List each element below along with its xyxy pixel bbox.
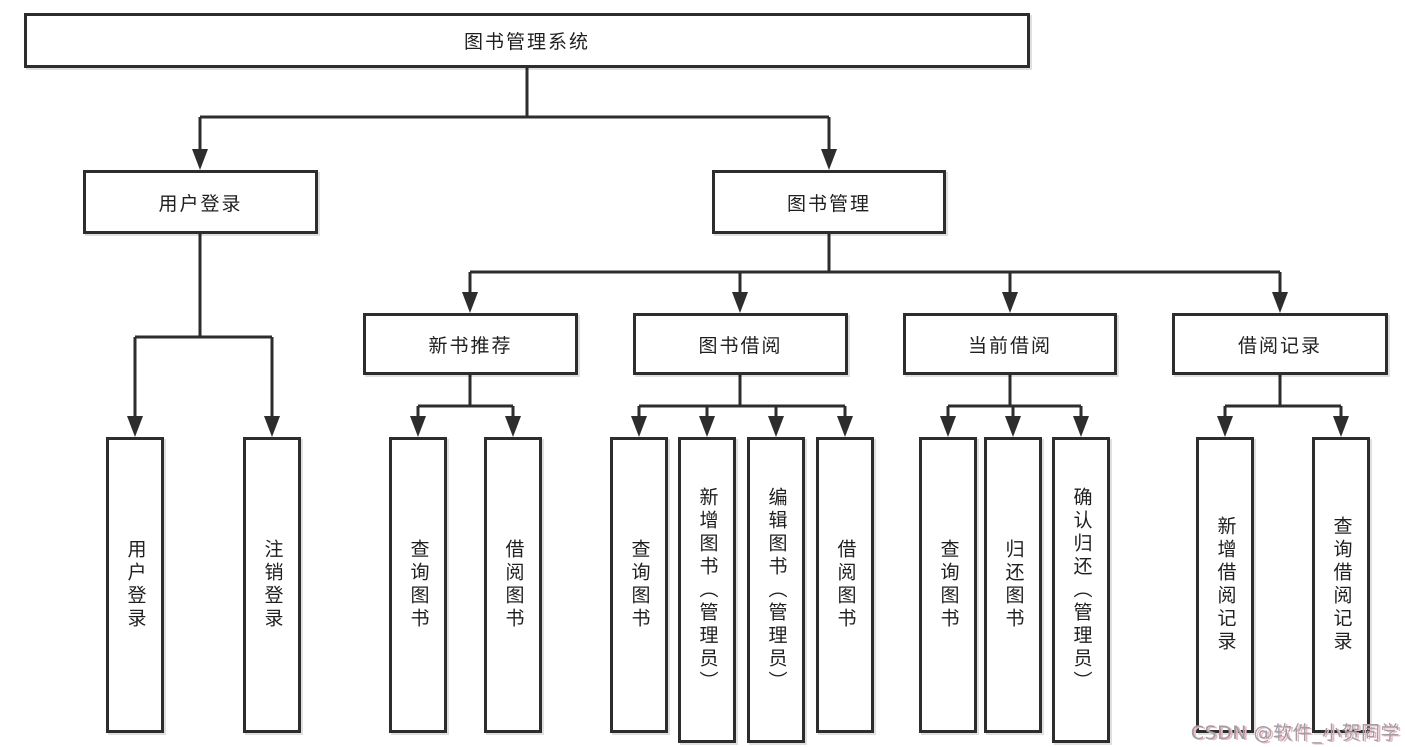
node-leaf-borrow-books-borrowing: 借阅图书 [816, 437, 874, 733]
connector-new-book-recommend-to-leaves [416, 375, 515, 421]
arrow-down-icon [837, 416, 853, 437]
arrow-down-icon [732, 292, 748, 313]
node-leaf-edit-book-admin: 编辑图书（管理员） [747, 437, 805, 743]
arrow-down-icon [1005, 416, 1021, 437]
arrow-down-icon [1217, 416, 1233, 437]
node-label: 借阅图书 [834, 539, 857, 631]
connector-borrowing-records-to-leaves [1223, 375, 1343, 421]
node-label: 归还图书 [1002, 539, 1025, 631]
node-label: 图书管理系统 [463, 31, 590, 53]
node-label: 新增借阅记录 [1214, 516, 1237, 654]
node-label: 新书推荐 [428, 334, 513, 357]
arrow-down-icon [192, 149, 208, 170]
node-leaf-query-books-borrowing: 查询图书 [610, 437, 668, 733]
node-library-management-system: 图书管理系统 [24, 13, 1030, 68]
arrow-down-icon [505, 416, 521, 437]
node-label: 查询借阅记录 [1330, 516, 1353, 654]
node-leaf-logout: 注销登录 [243, 437, 301, 733]
arrow-down-icon [631, 416, 647, 437]
node-label: 编辑图书（管理员） [765, 486, 788, 694]
arrow-down-icon [127, 416, 143, 437]
arrow-down-icon [462, 292, 478, 313]
arrow-down-icon [1272, 292, 1288, 313]
node-leaf-return-book: 归还图书 [984, 437, 1042, 733]
node-label: 借阅图书 [502, 539, 525, 631]
node-user-login-module: 用户登录 [83, 170, 318, 234]
arrow-down-icon [940, 416, 956, 437]
arrow-down-icon [699, 416, 715, 437]
arrow-down-icon [1333, 416, 1349, 437]
node-label: 注销登录 [261, 539, 284, 631]
node-book-borrowing: 图书借阅 [633, 313, 848, 375]
arrow-down-icon [1073, 416, 1089, 437]
node-borrowing-records: 借阅记录 [1172, 313, 1388, 375]
node-label: 用户登录 [158, 192, 243, 215]
node-label: 图书管理 [786, 192, 871, 215]
node-leaf-query-books-current: 查询图书 [919, 437, 977, 733]
connector-book-borrowing-to-leaves [637, 375, 847, 421]
node-label: 用户登录 [124, 539, 147, 631]
node-label: 借阅记录 [1237, 334, 1322, 357]
connector-root-to-level2 [198, 68, 831, 154]
node-label: 图书借阅 [698, 334, 783, 357]
node-label: 查询图书 [407, 539, 430, 631]
node-label: 新增图书（管理员） [696, 486, 719, 694]
node-leaf-add-borrow-record: 新增借阅记录 [1196, 437, 1254, 733]
node-leaf-borrow-books-recommend: 借阅图书 [484, 437, 542, 733]
watermark: CSDN @软件_小贺同学 [1190, 722, 1400, 744]
node-leaf-query-borrow-record: 查询借阅记录 [1312, 437, 1370, 733]
node-new-book-recommend: 新书推荐 [363, 313, 578, 375]
arrow-down-icon [264, 416, 280, 437]
node-leaf-query-books-recommend: 查询图书 [389, 437, 447, 733]
node-label: 当前借阅 [967, 334, 1052, 357]
connector-book-management-to-level3 [468, 234, 1282, 297]
node-current-borrowing: 当前借阅 [903, 313, 1117, 375]
arrow-down-icon [1002, 292, 1018, 313]
node-label: 查询图书 [937, 539, 960, 631]
connector-user-login-to-leaves [133, 234, 274, 421]
arrow-down-icon [821, 149, 837, 170]
arrow-down-icon [410, 416, 426, 437]
node-label: 确认归还（管理员） [1070, 486, 1093, 694]
node-book-management-module: 图书管理 [712, 170, 946, 234]
arrow-down-icon [768, 416, 784, 437]
connector-current-borrowing-to-leaves [946, 375, 1083, 421]
node-label: 查询图书 [628, 539, 651, 631]
node-leaf-confirm-return-admin: 确认归还（管理员） [1052, 437, 1110, 743]
node-leaf-user-login: 用户登录 [106, 437, 164, 733]
node-leaf-add-book-admin: 新增图书（管理员） [678, 437, 736, 743]
